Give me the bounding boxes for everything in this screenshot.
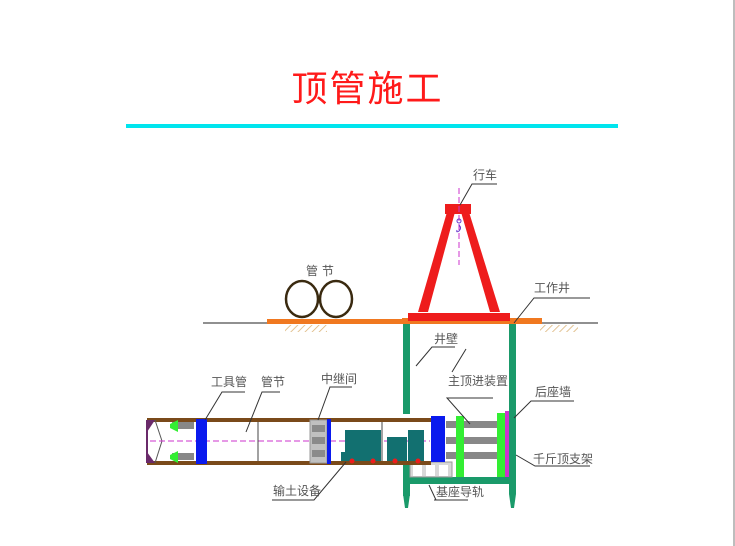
label-relay-station: 中继间: [321, 371, 357, 386]
soil-hatch-right: [540, 325, 578, 332]
label-spoil-removal-equipment: 输土设备: [273, 483, 321, 498]
ground-plank-left: [267, 319, 407, 324]
label-tool-pipe: 工具管: [211, 374, 247, 389]
spoil-removal-equipment: [341, 430, 424, 464]
label-pipe-section: 管节: [261, 374, 285, 389]
soil-hatch-left: [285, 325, 327, 332]
label-crane: 行车: [473, 167, 497, 182]
label-main-jacking-device: 主顶进装置: [448, 374, 508, 388]
work-shaft: [403, 324, 516, 508]
page-right-border: [733, 0, 735, 546]
label-jack-support-frame: 千斤顶支架: [533, 452, 593, 466]
tool-pipe: [170, 419, 207, 464]
leader-lines: [204, 183, 590, 501]
stored-pipe-sections: [284, 279, 354, 319]
label-pipe-sections-stock: 管 节: [306, 263, 334, 278]
label-shaft-wall: 井壁: [434, 331, 458, 346]
label-work-shaft: 工作井: [534, 281, 570, 295]
gantry-crane: [408, 188, 510, 321]
label-back-wall: 后座墙: [535, 384, 571, 399]
title-underline: [126, 124, 618, 128]
label-base-guide-rail: 基座导轨: [436, 484, 484, 499]
main-jacking-device: [431, 411, 509, 477]
page-title: 顶管施工: [291, 69, 444, 110]
relay-station: [309, 419, 331, 464]
